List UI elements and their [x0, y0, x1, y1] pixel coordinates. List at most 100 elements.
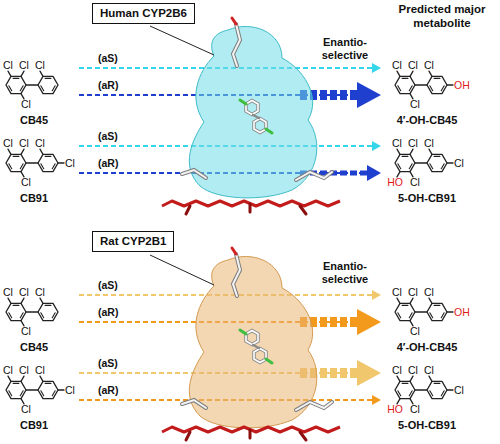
- residue-stick: [233, 24, 240, 66]
- chemical-bond: [8, 149, 11, 154]
- residue-stick: [296, 172, 332, 180]
- residue-stick: [182, 170, 206, 178]
- chemical-bond: [447, 389, 453, 390]
- chemical-bond: [13, 305, 19, 306]
- chemical-bond: [41, 313, 44, 318]
- arrow-head: [357, 82, 381, 108]
- atom-label: Cl: [19, 287, 29, 298]
- chemical-bond: [415, 84, 427, 85]
- chemical-bond: [26, 389, 38, 390]
- benzene-ring: [38, 76, 58, 93]
- atom-label: Cl: [392, 287, 402, 298]
- chemical-bond: [40, 376, 43, 381]
- atom-label: Cl: [410, 99, 420, 110]
- selectivity-note: Enantio-selective: [313, 260, 377, 286]
- atom-label: Cl: [392, 138, 402, 149]
- chemical-bond: [52, 391, 55, 396]
- chemical-bond: [434, 156, 440, 157]
- ligand-ring: [254, 119, 266, 133]
- arrow-head: [357, 309, 381, 335]
- chemical-bond: [9, 313, 12, 318]
- chemical-bond: [26, 311, 38, 312]
- arrow-head: [372, 63, 381, 73]
- atom-label: Cl: [3, 138, 13, 149]
- atom-label: Cl: [65, 385, 75, 396]
- benzene-ring: [395, 303, 415, 320]
- node-text: 5-OH-CB91: [398, 419, 456, 432]
- atom-label: Cl: [3, 287, 13, 298]
- chemical-bond: [410, 399, 413, 404]
- enantiomer-label: (aS): [98, 358, 118, 370]
- residue-stick: [296, 402, 332, 410]
- ligand-ring: [254, 349, 266, 363]
- ligand-ring: [254, 349, 266, 363]
- node-text: CB45: [20, 341, 48, 354]
- chemical-bond: [58, 389, 64, 390]
- chemical-bond: [21, 399, 24, 404]
- benzene-ring: [6, 303, 26, 320]
- ligand-chlorine: [266, 129, 272, 133]
- chemical-bond: [21, 71, 24, 76]
- atom-label: Cl: [35, 287, 45, 298]
- chemical-bond: [430, 86, 433, 91]
- chemical-bond: [26, 162, 38, 163]
- enzyme-label-box: Human CYP2B6: [92, 3, 195, 24]
- node-text: CB91: [20, 192, 48, 205]
- ligand-chlorine: [240, 330, 246, 334]
- atom-label: Cl: [19, 365, 29, 376]
- enzyme-label-box: Rat CYP2B1: [92, 231, 174, 252]
- chemical-bond: [21, 149, 24, 154]
- chemical-bond: [13, 78, 19, 79]
- compound-bonds: [6, 71, 453, 404]
- chemical-bond: [40, 149, 43, 154]
- chemical-bond: [21, 94, 24, 99]
- atom-label: Cl: [35, 60, 45, 71]
- chemical-bond: [447, 84, 453, 85]
- chemical-bond: [398, 313, 401, 318]
- residue-stick: [296, 172, 332, 180]
- chemical-bond: [402, 78, 408, 79]
- chemical-bond: [410, 149, 413, 154]
- chemical-bond: [447, 162, 453, 163]
- chemical-bond: [410, 298, 413, 303]
- chemical-bond: [40, 71, 43, 76]
- benzene-ring: [6, 76, 26, 93]
- node-text: 5-OH-CB91: [398, 192, 456, 205]
- chemical-bond: [410, 94, 413, 99]
- chemical-bond: [58, 162, 64, 163]
- atom-label: Cl: [408, 287, 418, 298]
- chemical-bond: [52, 164, 55, 169]
- chemical-bond: [398, 164, 401, 169]
- chemical-bond: [40, 298, 43, 303]
- chemical-bond: [441, 313, 444, 318]
- chemical-bond: [410, 376, 413, 381]
- chemical-bond: [429, 298, 432, 303]
- residue-stick: [182, 400, 206, 408]
- chemical-bond: [45, 383, 51, 384]
- atom-label: Cl: [35, 138, 45, 149]
- atom-label: Cl: [454, 158, 464, 169]
- chemical-bond: [434, 78, 440, 79]
- atom-label: Cl: [410, 404, 420, 415]
- benzene-ring: [395, 381, 415, 398]
- node-text: 4′-OH-CB45: [397, 114, 458, 127]
- residue-stick: [296, 402, 332, 410]
- arrow-head: [372, 141, 381, 151]
- selectivity-note: Enantio-selective: [313, 36, 377, 62]
- leader-line: [150, 255, 214, 285]
- benzene-ring: [427, 381, 447, 398]
- atom-label: Cl: [392, 60, 402, 71]
- atom-label: HO: [387, 404, 403, 415]
- atom-label: HO: [387, 177, 403, 188]
- node-text: CB45: [20, 114, 48, 127]
- chemical-bond: [409, 164, 412, 169]
- arrow-head: [367, 165, 381, 181]
- benzene-ring: [38, 154, 58, 171]
- chemical-bond: [52, 86, 55, 91]
- chemical-bond: [402, 305, 408, 306]
- ligand-chlorine: [240, 100, 246, 104]
- enantiomer-label: (aS): [98, 53, 118, 65]
- benzene-ring: [395, 154, 415, 171]
- chemical-bond: [430, 391, 433, 396]
